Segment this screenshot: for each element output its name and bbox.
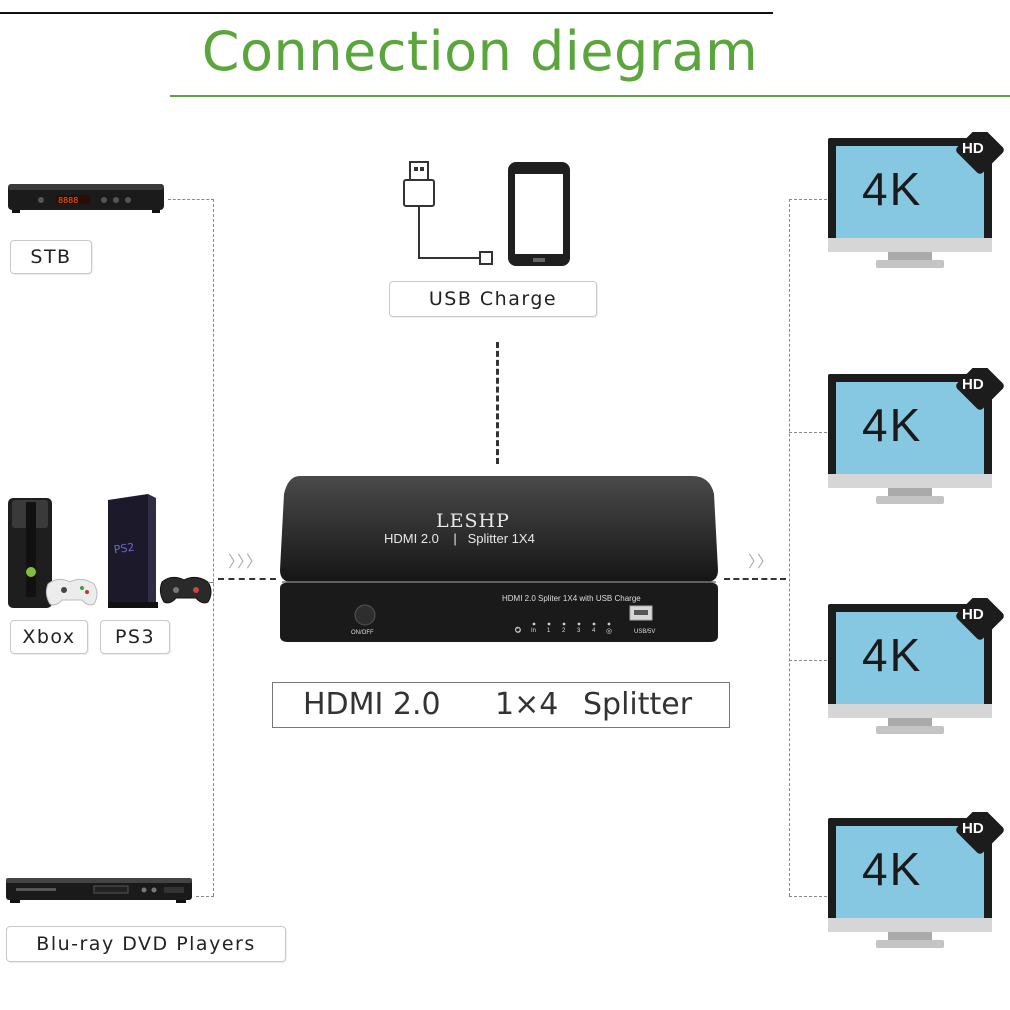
monitor-2-screen-text: 4K bbox=[862, 399, 923, 451]
usb-cable-icon bbox=[403, 161, 493, 265]
bluray-connector-line bbox=[196, 896, 214, 897]
title-underline bbox=[170, 95, 1010, 97]
splitter-subtitle-right: Splitter 1X4 bbox=[467, 531, 535, 546]
stb-label: STB bbox=[10, 240, 92, 274]
monitor-4-screen-text: 4K bbox=[862, 843, 923, 895]
monitor-4-connector-line bbox=[789, 896, 827, 897]
usb-charge-label: USB Charge bbox=[389, 281, 597, 317]
splitter-subtitle-left: HDMI 2.0 bbox=[384, 531, 439, 546]
usb-port-label: USB/5V bbox=[634, 629, 656, 635]
right-bracket-line bbox=[789, 199, 790, 896]
monitor-2-hd-badge: HD bbox=[962, 376, 984, 393]
splitter-brand: LESHP bbox=[436, 510, 510, 532]
indicator-2-label: 2 bbox=[562, 628, 566, 634]
stb-device-image: 8888 bbox=[8, 184, 164, 213]
indicator-usb-icon: ◎ bbox=[606, 628, 613, 635]
monitor-3-graphic bbox=[828, 592, 1004, 734]
main-product-label: HDMI 2.0 1×4 Splitter bbox=[272, 682, 730, 728]
bluray-player-image bbox=[6, 878, 192, 903]
power-button-label: ON/OFF bbox=[351, 630, 374, 636]
stb-connector-line bbox=[168, 199, 214, 200]
top-rule bbox=[0, 12, 773, 14]
monitor-4-graphic bbox=[828, 806, 1004, 948]
main-label-splitter: Splitter bbox=[583, 687, 693, 722]
monitor-3-connector-line bbox=[789, 660, 827, 661]
monitor-1-graphic bbox=[828, 126, 1004, 268]
output-cable-line bbox=[724, 578, 786, 580]
output-chevrons: 〉〉 bbox=[748, 552, 775, 571]
xbox-console-image bbox=[8, 498, 98, 608]
splitter-subtitle-sep: | bbox=[453, 531, 457, 546]
monitor-1-connector-line bbox=[789, 199, 827, 200]
consoles-connector-line bbox=[208, 582, 214, 583]
svg-text:PS2: PS2 bbox=[113, 541, 135, 557]
main-label-hdmi: HDMI 2.0 bbox=[303, 687, 441, 722]
monitor-4-hd-badge: HD bbox=[962, 820, 984, 837]
monitor-4: 4K HD bbox=[826, 806, 1006, 952]
monitor-2-graphic bbox=[828, 362, 1004, 504]
monitor-3: 4K HD bbox=[826, 592, 1006, 738]
left-bracket-line bbox=[213, 199, 214, 896]
input-cable-line bbox=[218, 578, 276, 580]
monitor-3-hd-badge: HD bbox=[962, 606, 984, 623]
page-title: Connection diegram bbox=[201, 20, 759, 83]
ps3-label: PS3 bbox=[100, 620, 170, 654]
monitor-2-connector-line bbox=[789, 432, 827, 433]
monitor-1-hd-badge: HD bbox=[962, 140, 984, 157]
bluray-label: Blu-ray DVD Players bbox=[6, 926, 286, 962]
monitor-1: 4K HD bbox=[826, 126, 1006, 272]
ps3-console-image: PS2 bbox=[108, 494, 212, 608]
svg-text:8888: 8888 bbox=[58, 196, 78, 205]
indicator-4-label: 4 bbox=[592, 628, 596, 634]
monitor-3-screen-text: 4K bbox=[862, 629, 923, 681]
indicator-3-label: 3 bbox=[577, 628, 581, 634]
xbox-label: Xbox bbox=[10, 620, 88, 654]
indicator-1-label: 1 bbox=[547, 628, 551, 634]
input-chevrons: 〉〉〉 bbox=[228, 552, 264, 571]
splitter-subtitle: HDMI 2.0 | Splitter 1X4 bbox=[384, 531, 535, 546]
monitor-2: 4K HD bbox=[826, 362, 1006, 508]
main-label-ratio: 1×4 bbox=[495, 687, 559, 722]
phone-icon bbox=[508, 162, 570, 266]
splitter-front-caption: HDMI 2.0 Spliter 1X4 with USB Charge bbox=[502, 594, 641, 603]
splitter-device-image bbox=[280, 476, 718, 642]
monitor-1-screen-text: 4K bbox=[862, 163, 923, 215]
indicator-in-label: In bbox=[531, 628, 537, 634]
usb-connector-line bbox=[496, 342, 499, 464]
power-indicator-icon: ⏻ bbox=[515, 627, 521, 634]
